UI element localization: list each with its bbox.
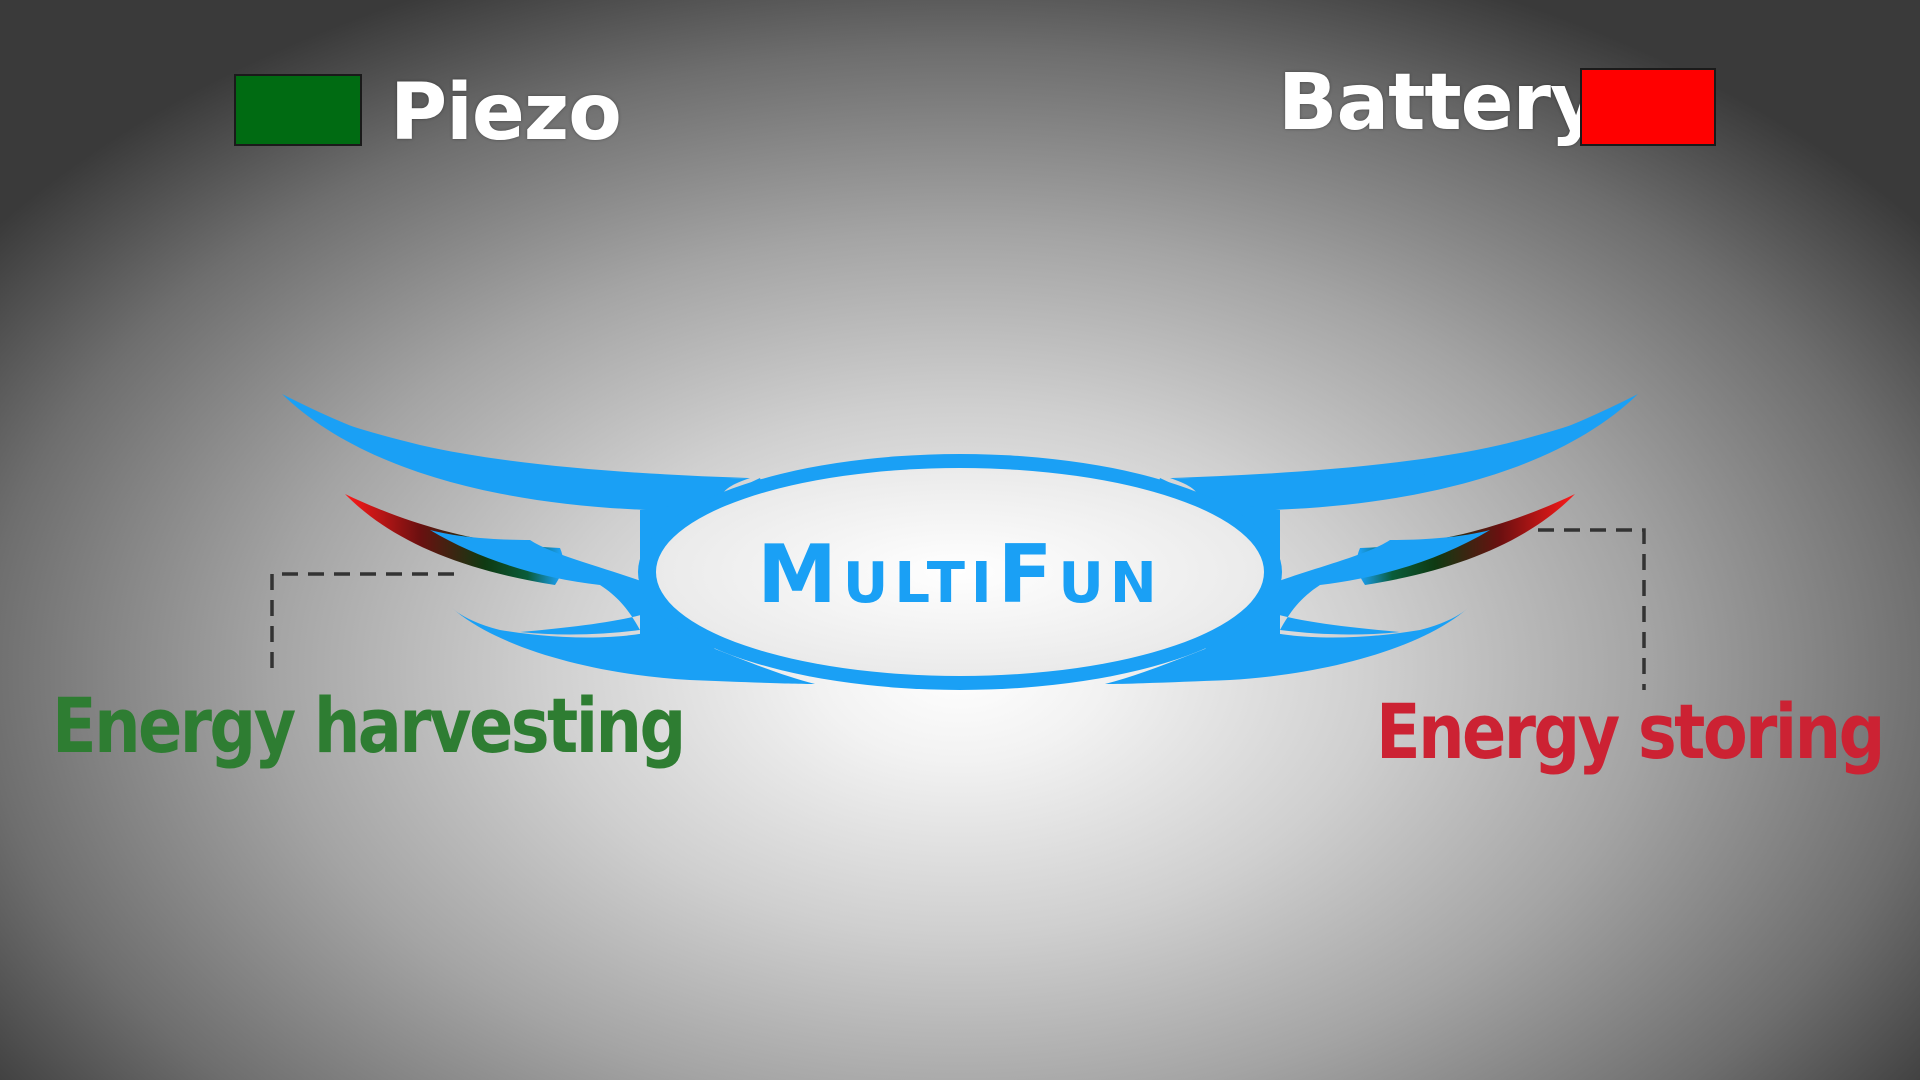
- energy-harvesting-caption: Energy harvesting: [52, 681, 686, 770]
- battery-color-swatch: [1580, 68, 1716, 146]
- battery-legend-label: Battery: [1278, 58, 1601, 148]
- piezo-color-swatch: [234, 74, 362, 146]
- harvesting-connector-line: [270, 572, 460, 668]
- storing-connector-line: [1538, 528, 1646, 690]
- logo-text: MultiFun: [757, 528, 1163, 621]
- energy-storing-caption: Energy storing: [1376, 687, 1885, 776]
- piezo-legend-label: Piezo: [390, 68, 622, 158]
